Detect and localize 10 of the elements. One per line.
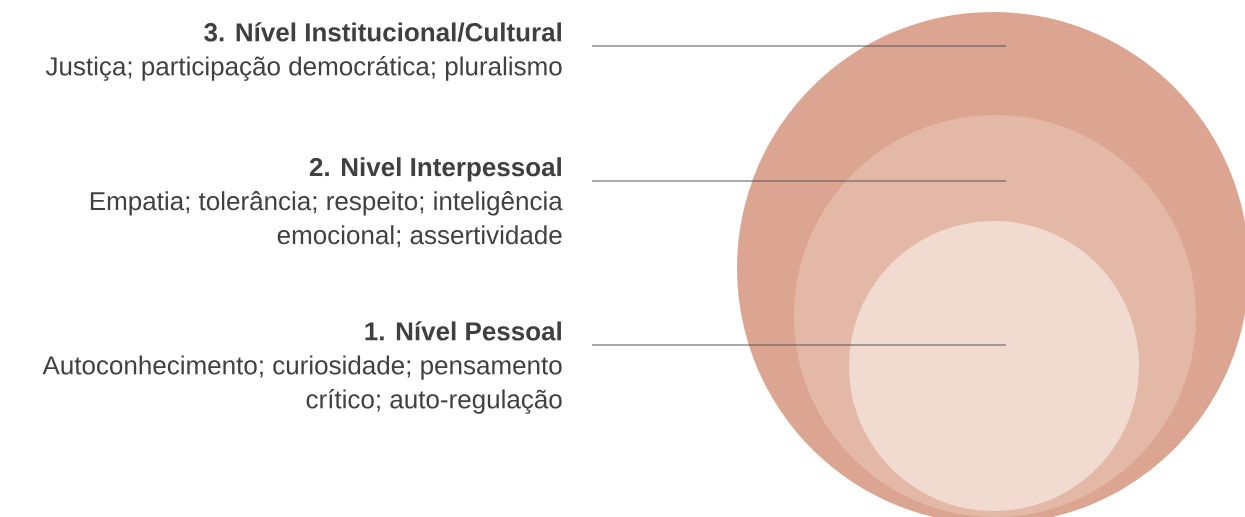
heading: 1. Nível Pessoal: [365, 321, 561, 341]
heading: 3. Nível Institucional/Cultural: [204, 22, 561, 42]
description: Autoconhecimento; curiosidade; pensamento crítico; auto-regulação: [42, 355, 562, 414]
leader-line: [591, 180, 1007, 182]
heading: 2. Nivel Interpessoal: [309, 157, 561, 182]
description: Justiça; participação democrática; pluralismo: [45, 56, 562, 81]
leader-line: [591, 344, 1007, 346]
circle: [849, 221, 1139, 511]
leader-line: [591, 45, 1007, 47]
description: Empatia; tolerância; respeito; inteligência emocional; assertividade: [90, 191, 563, 248]
